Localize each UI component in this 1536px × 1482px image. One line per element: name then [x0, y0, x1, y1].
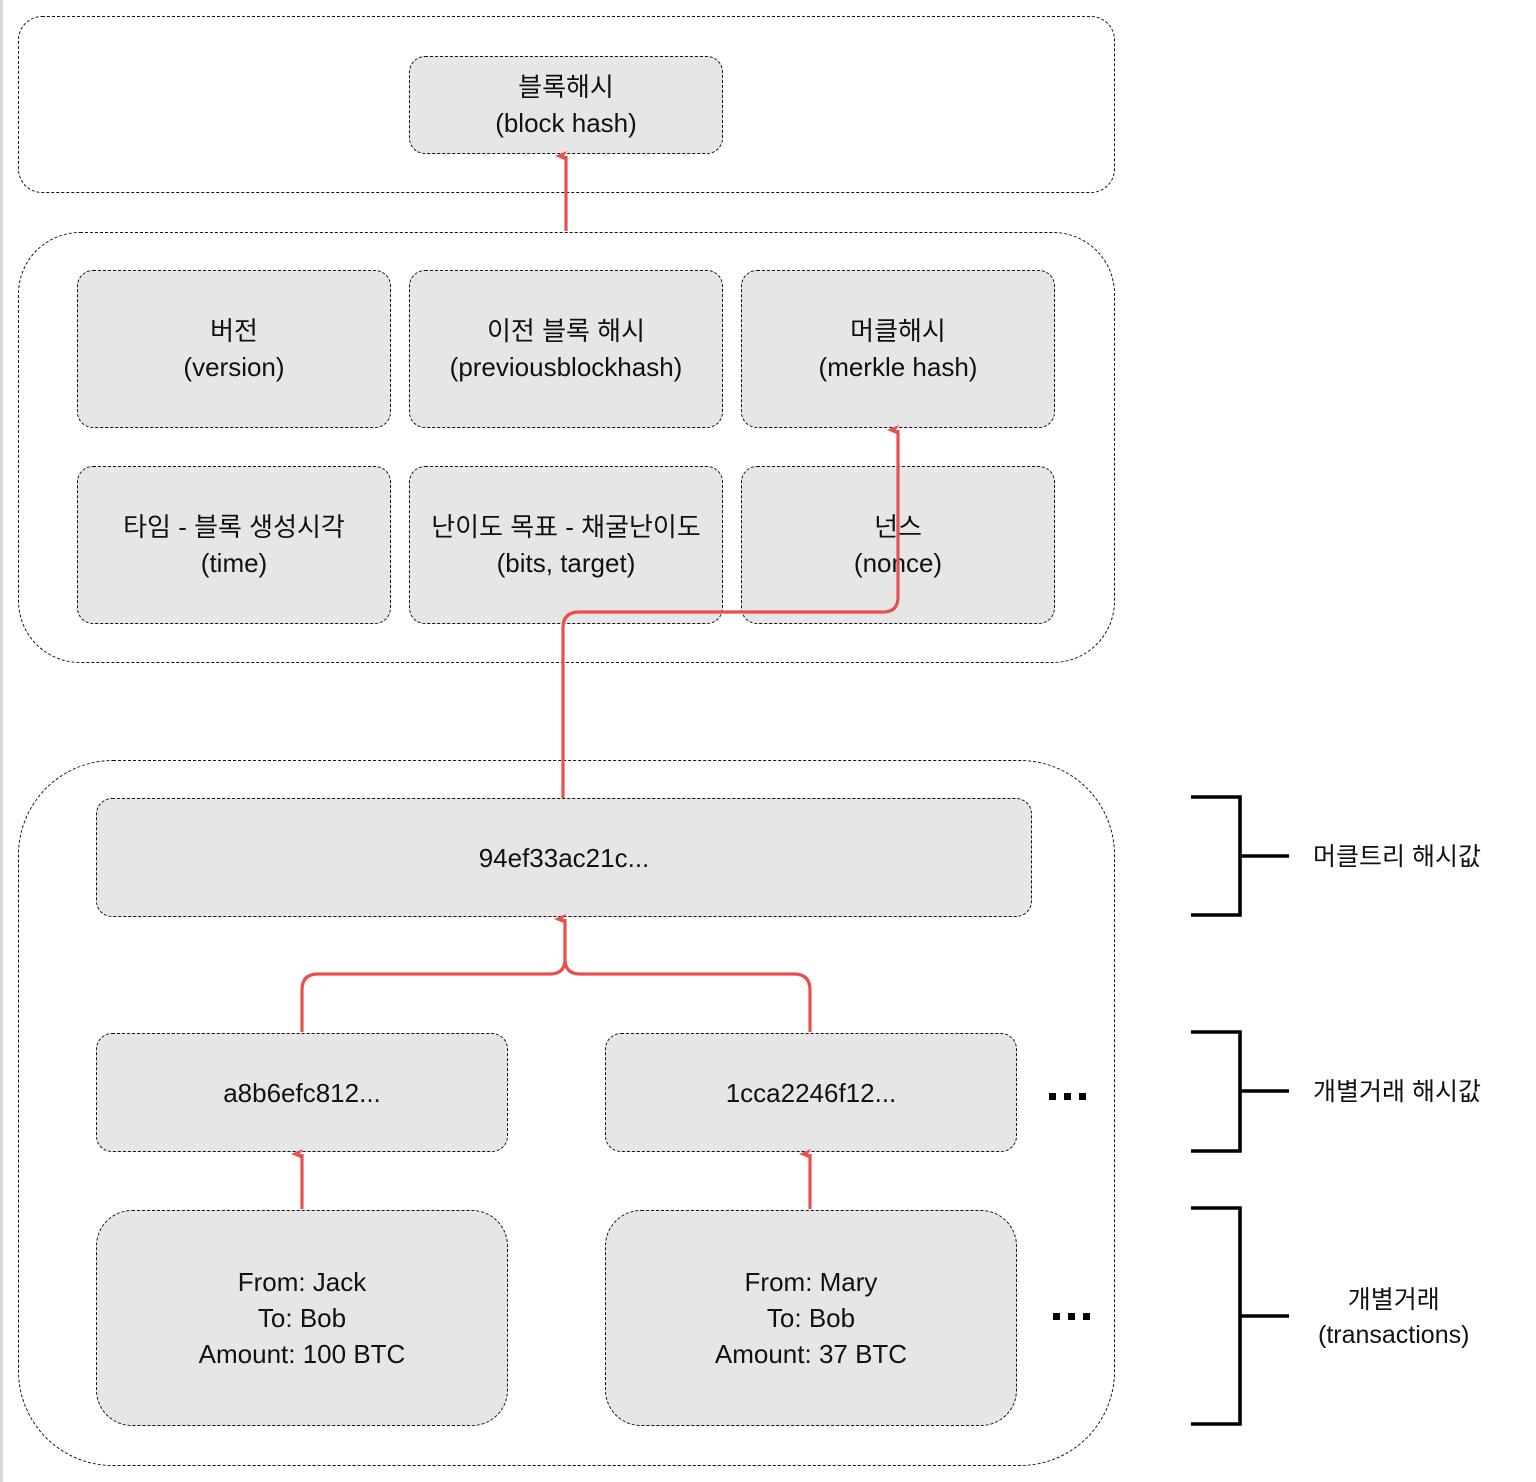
header-field-label-ko: 이전 블록 해시 — [487, 316, 645, 346]
tx-hash-ellipsis — [1049, 1093, 1086, 1100]
merkle-root-node[interactable]: 94ef33ac21c... — [96, 798, 1032, 917]
header-field-label-ko: 넌스 — [874, 512, 922, 542]
transaction-node[interactable]: From: Mary To: Bob Amount: 37 BTC — [605, 1210, 1017, 1426]
block-hash-node[interactable]: 블록해시 (block hash) — [409, 56, 723, 154]
bracket-tx-hashes — [1191, 1030, 1289, 1153]
transaction-amount: Amount: 100 BTC — [198, 1339, 406, 1369]
header-field-label-en: (time) — [200, 548, 268, 578]
merkle-root-value: 94ef33ac21c... — [478, 842, 650, 873]
header-field-label-ko: 타임 - 블록 생성시각 — [123, 512, 345, 542]
side-label-merkle-root: 머클트리 해시값 — [1313, 843, 1481, 871]
transaction-from: From: Mary — [744, 1267, 878, 1297]
transaction-amount: Amount: 37 BTC — [714, 1339, 908, 1369]
header-field-label-ko: 머클해시 — [850, 316, 946, 346]
side-label-tx-hashes: 개별거래 해시값 — [1313, 1078, 1481, 1106]
header-field-label-en: (nonce) — [853, 548, 943, 578]
side-label-transactions-en: (transactions) — [1318, 1321, 1470, 1349]
bracket-transactions — [1191, 1206, 1289, 1426]
transaction-node[interactable]: From: Jack To: Bob Amount: 100 BTC — [96, 1210, 508, 1426]
transaction-from: From: Jack — [237, 1267, 367, 1297]
transaction-to: To: Bob — [257, 1303, 347, 1333]
header-field-label-en: (previousblockhash) — [449, 352, 683, 382]
header-field-label-ko: 난이도 목표 - 채굴난이도 — [431, 512, 701, 542]
block-hash-label-en: (block hash) — [495, 108, 637, 138]
tx-hash-node[interactable]: 1cca2246f12... — [605, 1033, 1017, 1152]
header-field-label-en: (bits, target) — [496, 548, 636, 578]
block-hash-label-ko: 블록해시 — [518, 72, 614, 102]
transaction-ellipsis — [1053, 1313, 1090, 1320]
side-label-transactions: 개별거래 (transactions) — [1318, 1283, 1469, 1353]
transaction-to: To: Bob — [766, 1303, 856, 1333]
header-field-previous-block-hash[interactable]: 이전 블록 해시 (previousblockhash) — [409, 270, 723, 428]
tx-hash-value: 1cca2246f12... — [725, 1077, 897, 1108]
left-edge-border — [0, 0, 3, 1482]
header-field-label-ko: 버전 — [210, 316, 258, 346]
bracket-merkle-root — [1191, 795, 1289, 917]
tx-hash-value: a8b6efc812... — [223, 1077, 381, 1108]
header-field-version[interactable]: 버전 (version) — [77, 270, 391, 428]
header-field-label-en: (merkle hash) — [818, 352, 978, 382]
header-field-bits-target[interactable]: 난이도 목표 - 채굴난이도 (bits, target) — [409, 466, 723, 624]
header-field-merkle-hash[interactable]: 머클해시 (merkle hash) — [741, 270, 1055, 428]
tx-hash-node[interactable]: a8b6efc812... — [96, 1033, 508, 1152]
header-field-nonce[interactable]: 넌스 (nonce) — [741, 466, 1055, 624]
header-field-label-en: (version) — [183, 352, 285, 382]
header-field-time[interactable]: 타임 - 블록 생성시각 (time) — [77, 466, 391, 624]
side-label-transactions-ko: 개별거래 — [1347, 1286, 1440, 1314]
